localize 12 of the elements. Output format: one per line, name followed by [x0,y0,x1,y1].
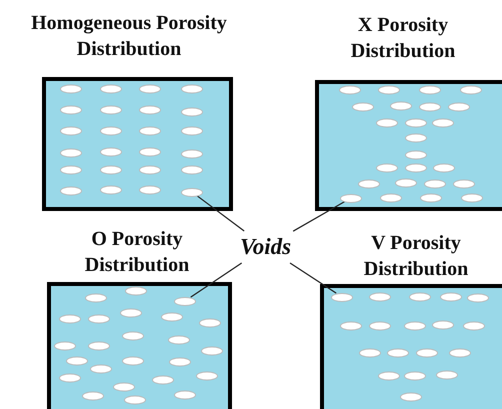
callout-label: Voids [240,233,292,261]
panel-heading: O Porosity Distribution [84,227,190,278]
void-ellipse [331,292,353,302]
leader-line [190,262,242,298]
panel-heading: X Porosity Distribution [350,13,456,64]
void-ellipse [174,296,196,306]
void-ellipse [340,194,362,202]
void-ellipse [181,188,203,196]
leader-line [196,195,245,232]
panel-heading: V Porosity Distribution [362,231,470,282]
leader-line [290,262,336,294]
panel-heading: Homogeneous Porosity Distribution [30,11,228,62]
